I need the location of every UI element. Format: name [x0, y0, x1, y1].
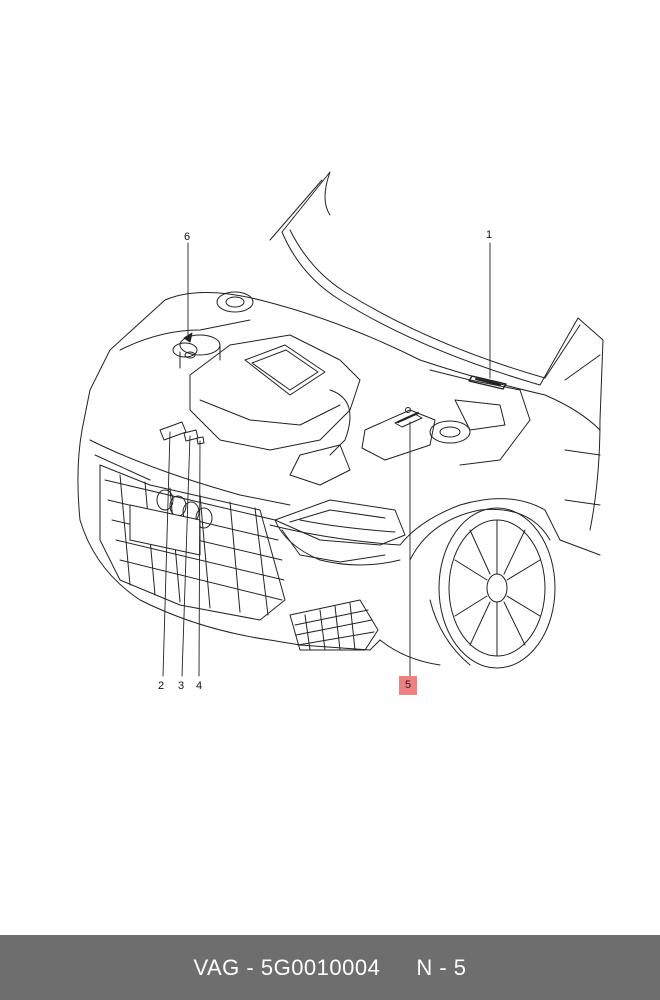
callout-3: 3 [178, 680, 185, 692]
hood-label [468, 375, 507, 390]
part-number-footer: VAG - 5G0010004 N - 5 [0, 935, 660, 1000]
leader-lines [162, 242, 491, 677]
callout-4: 4 [196, 680, 203, 692]
leader-line-3 [181, 435, 191, 677]
callout-2: 2 [158, 680, 165, 692]
grille [99, 464, 286, 621]
footer-part-text: VAG - 5G0010004 [193, 954, 381, 980]
windshield-frame [539, 317, 604, 531]
headlight [274, 499, 406, 546]
car-front-diagram [77, 171, 604, 677]
front-wheel [379, 498, 561, 669]
battery-box [361, 407, 436, 461]
leader-line-2 [162, 431, 171, 677]
engine-bay [81, 291, 546, 466]
leader-line-4 [198, 440, 201, 677]
callout-6: 6 [184, 231, 191, 243]
coolant-reservoir [172, 332, 221, 369]
footer-page-text: N - 5 [416, 954, 467, 980]
engine-cover [189, 334, 361, 486]
open-hood [269, 171, 546, 386]
body-side [544, 394, 601, 556]
fog-grille [289, 599, 379, 651]
front-labels [159, 421, 205, 445]
front-bumper [77, 429, 401, 651]
callout-5-highlighted: 5 [399, 676, 418, 695]
callout-1: 1 [486, 229, 493, 241]
